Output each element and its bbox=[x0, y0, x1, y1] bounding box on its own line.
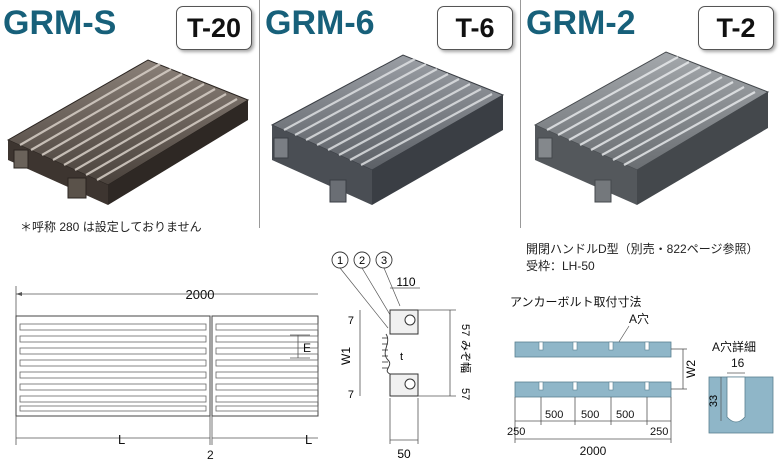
plan-left-l-label: L bbox=[118, 432, 125, 447]
load-class-badge-t20: T-20 bbox=[176, 6, 252, 50]
plan-e-label: E bbox=[303, 341, 311, 355]
section-t-label: t bbox=[400, 351, 403, 363]
anchor-hole-label: A穴 bbox=[629, 311, 649, 326]
hole-detail-depth-label: 33 bbox=[708, 395, 720, 407]
plan-view-drawing: 2000 E L L 2 bbox=[15, 286, 319, 461]
anchor-pitch2-label: 500 bbox=[581, 409, 599, 421]
section-bottom-margin-label: 7 bbox=[348, 389, 354, 401]
anchor-w2-label: W2 bbox=[684, 360, 698, 378]
note-no-280: ＊呼称 280 は設定しておりません bbox=[20, 220, 202, 234]
section-w1-label: W1 bbox=[339, 347, 353, 365]
grating-image-grm-6 bbox=[270, 54, 505, 205]
hole-detail-width-label: 16 bbox=[731, 356, 745, 370]
hole-detail-title: A穴詳細 bbox=[712, 339, 756, 354]
grating-image-grm-2 bbox=[533, 51, 770, 205]
section-right-top-label: 57 bbox=[459, 324, 471, 336]
anchor-total-label: 2000 bbox=[580, 444, 607, 458]
note-handle: 開閉ハンドルD型（別売・822ページ参照） bbox=[526, 242, 759, 256]
divider-line bbox=[520, 0, 521, 228]
model-name-grm-6: GRM-6 bbox=[265, 4, 375, 42]
model-name-grm-2: GRM-2 bbox=[526, 4, 636, 42]
load-class-badge-t6: T-6 bbox=[437, 6, 513, 50]
section-channel-width-label: みぞ幅 bbox=[459, 340, 472, 373]
note-frame: 受枠：LH-50 bbox=[526, 259, 595, 273]
divider-line bbox=[259, 0, 260, 228]
callout-1: 1 bbox=[337, 255, 343, 267]
anchor-pitch1-label: 500 bbox=[545, 409, 563, 421]
callout-3: 3 bbox=[381, 255, 387, 267]
anchor-edge-right-label: 250 bbox=[650, 426, 668, 438]
product-illustrations bbox=[6, 51, 770, 205]
load-class-badge-t2: T-2 bbox=[698, 6, 774, 50]
plan-length-label: 2000 bbox=[186, 287, 215, 302]
anchor-title: アンカーボルト取付寸法 bbox=[510, 295, 642, 309]
model-name-grm-s: GRM-S bbox=[3, 4, 117, 42]
plan-right-l-label: L bbox=[305, 432, 312, 447]
plan-gap-label: 2 bbox=[207, 448, 214, 461]
anchor-pitch3-label: 500 bbox=[616, 409, 634, 421]
section-bottom-width-label: 50 bbox=[397, 447, 411, 461]
callout-2: 2 bbox=[359, 255, 365, 267]
section-right-bottom-label: 57 bbox=[459, 388, 471, 400]
section-top-margin-label: 7 bbox=[348, 315, 354, 327]
anchor-bolt-drawing: アンカーボルト取付寸法 A穴 W2 250 500 500 500 250 20… bbox=[507, 295, 774, 458]
anchor-edge-left-label: 250 bbox=[507, 426, 525, 438]
section-top-width-label: 110 bbox=[396, 275, 415, 289]
section-view-drawing: 1 2 3 110 t 7 7 W1 57 57 みぞ幅 50 bbox=[331, 251, 472, 461]
grating-image-grm-s bbox=[6, 59, 250, 205]
